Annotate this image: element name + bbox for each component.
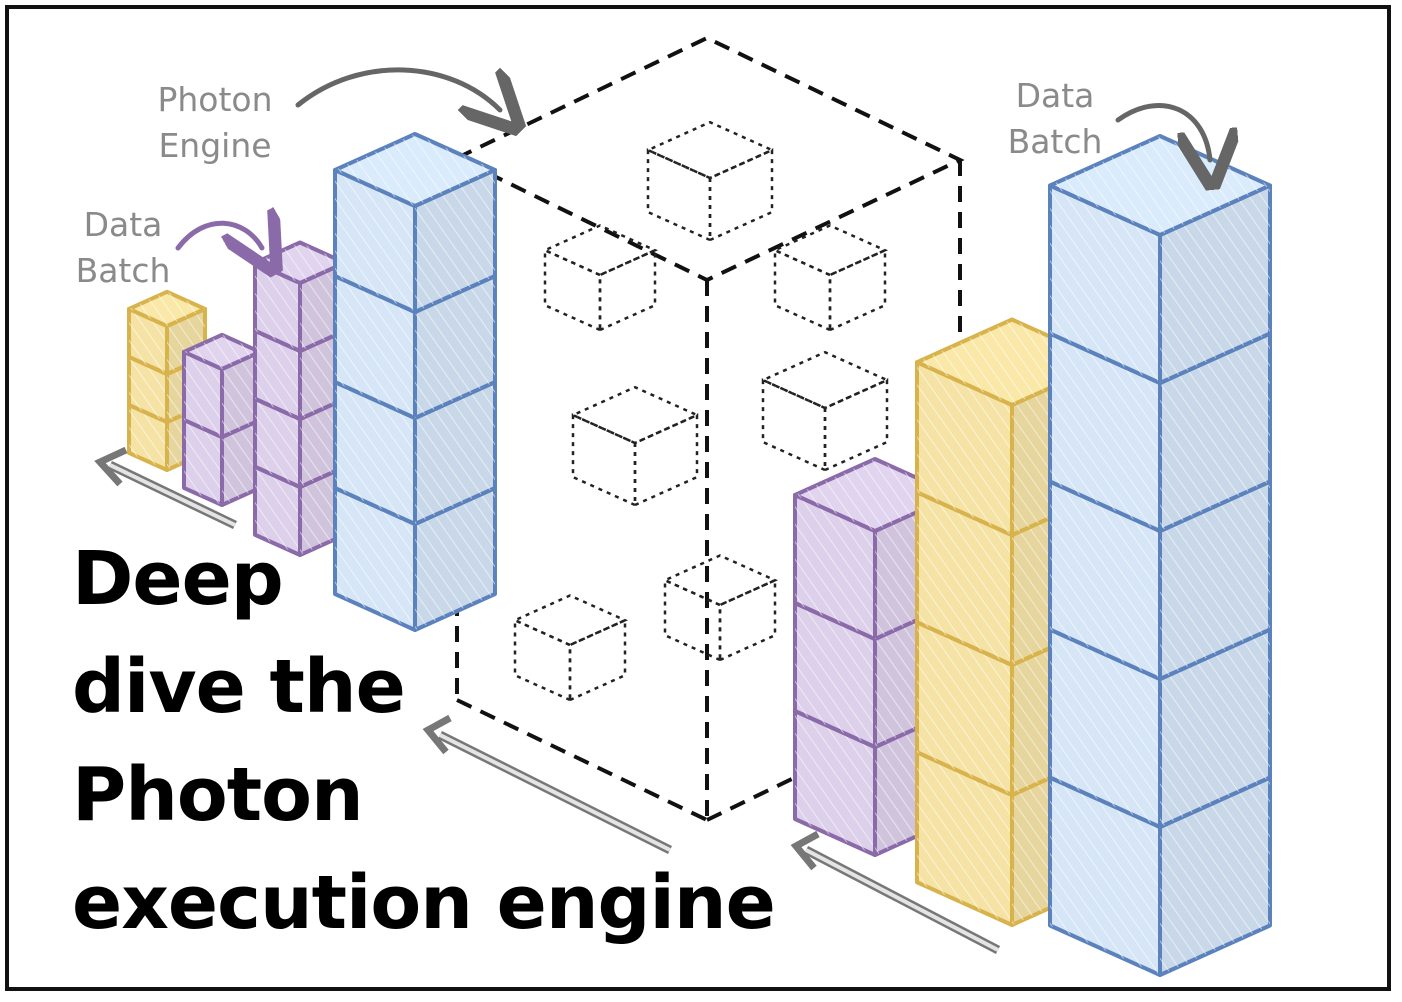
title-line-3: Photon	[72, 752, 364, 838]
data-batch-left-label: Data Batch	[58, 202, 188, 294]
photon-engine-label-line1: Photon	[157, 80, 273, 119]
right-blue-stack	[1048, 134, 1272, 977]
data-batch-right-label: Data Batch	[990, 73, 1120, 165]
engine-inner-cube	[569, 385, 701, 507]
data-batch-left-label-line1: Data	[83, 205, 163, 244]
flow-arrow-middle	[422, 714, 673, 855]
data-batch-cubes	[127, 132, 1272, 977]
engine-inner-cube	[541, 224, 659, 332]
engine-inner-cubes	[511, 120, 891, 702]
flow-arrows	[94, 446, 1001, 954]
data-batch-right-label-line1: Data	[1015, 76, 1095, 115]
right-blue-stack-cube	[1048, 134, 1272, 385]
photon-engine-label: Photon Engine	[140, 77, 290, 169]
left-purple-stack	[182, 332, 262, 507]
data-batch-left-arrow	[175, 223, 262, 248]
engine-inner-cube	[511, 594, 629, 702]
engine-inner-cube	[759, 350, 891, 472]
data-batch-right-label-line2: Batch	[1007, 122, 1103, 161]
photon-engine-label-line2: Engine	[158, 126, 272, 165]
flow-arrow-right	[790, 830, 1001, 954]
title-line-4: execution engine	[72, 860, 776, 946]
title-line-1: Deep	[72, 536, 284, 622]
data-batch-left-label-line2: Batch	[75, 251, 171, 290]
left-blue-stack-cube	[333, 132, 497, 314]
title-line-2: dive the	[72, 644, 406, 730]
left-purple-tall-stack-cube	[253, 240, 347, 353]
engine-inner-cube	[771, 224, 889, 332]
engine-inner-cube	[661, 554, 779, 662]
photon-engine-arrow	[295, 67, 500, 110]
left-blue-stack	[333, 132, 497, 632]
left-purple-stack-cube	[182, 332, 262, 439]
flow-arrow-left	[94, 446, 237, 530]
left-purple-tall-stack	[253, 240, 347, 557]
data-batch-right-arrow	[1115, 103, 1210, 160]
engine-inner-cube	[644, 120, 776, 242]
